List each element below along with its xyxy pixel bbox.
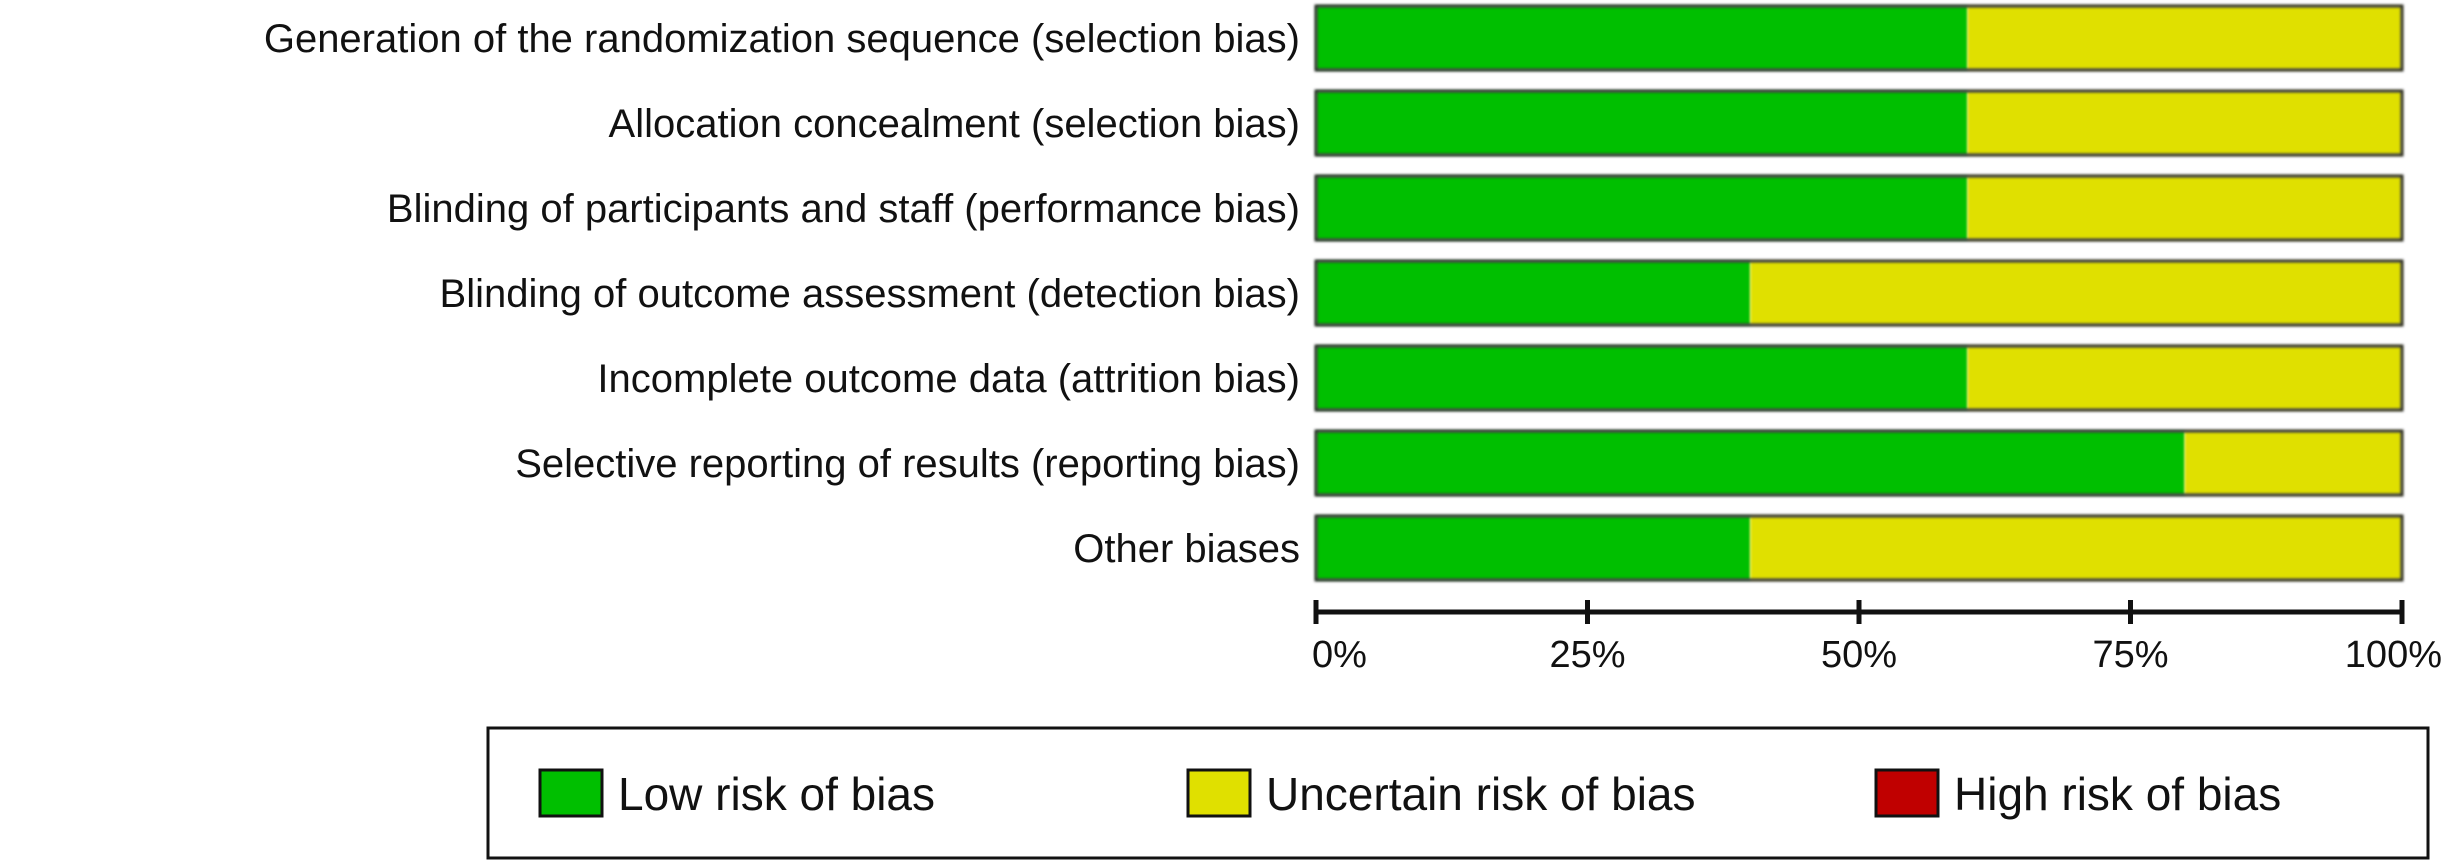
bar-row [1314, 259, 2404, 327]
x-tick-label: 0% [1312, 634, 1367, 676]
legend-swatch [538, 768, 604, 818]
bar-segment-low-risk-of-bias [1316, 176, 1968, 240]
x-tick-label: 50% [1821, 634, 1897, 676]
legend-swatch [1874, 768, 1940, 818]
bar-segment-uncertain-risk-of-bias [1750, 516, 2402, 580]
category-label: Selective reporting of results (reportin… [515, 442, 1300, 486]
category-label: Incomplete outcome data (attrition bias) [597, 357, 1300, 401]
bar-outline [1314, 429, 2404, 497]
legend-label: Low risk of bias [618, 768, 935, 820]
x-tick-label: 100% [2345, 634, 2442, 676]
bar-outline [1314, 4, 2404, 72]
legend-item: Low risk of bias [538, 768, 935, 820]
bar-row [1314, 344, 2404, 412]
bar-segment-low-risk-of-bias [1316, 346, 1968, 410]
bar-segment-uncertain-risk-of-bias [1967, 346, 2402, 410]
bar-row [1314, 89, 2404, 157]
legend-label: High risk of bias [1954, 768, 2281, 820]
legend-label: Uncertain risk of bias [1266, 768, 1696, 820]
bar-segment-uncertain-risk-of-bias [1967, 91, 2402, 155]
bar-row [1314, 4, 2404, 72]
bar-segment-uncertain-risk-of-bias [1967, 6, 2402, 70]
bar-segment-low-risk-of-bias [1316, 91, 1968, 155]
bar-outline [1314, 174, 2404, 242]
bar-row [1314, 429, 2404, 497]
x-tick-label: 75% [2092, 634, 2168, 676]
category-label: Allocation concealment (selection bias) [609, 102, 1300, 146]
bar-segment-low-risk-of-bias [1316, 6, 1968, 70]
category-labels: Generation of the randomization sequence… [264, 17, 1300, 571]
bar-segment-low-risk-of-bias [1316, 516, 1751, 580]
bar-row [1314, 514, 2404, 582]
category-label: Blinding of participants and staff (perf… [387, 187, 1300, 231]
category-label: Blinding of outcome assessment (detectio… [440, 272, 1300, 316]
legend-swatch [1186, 768, 1252, 818]
stacked-bars [1314, 4, 2404, 582]
bar-segment-uncertain-risk-of-bias [1750, 261, 2402, 325]
x-axis: 0% 25% 50% 75% 100% [1312, 600, 2442, 676]
bar-segment-low-risk-of-bias [1316, 431, 2185, 495]
bar-outline [1314, 514, 2404, 582]
bar-segment-low-risk-of-bias [1316, 261, 1751, 325]
bar-outline [1314, 89, 2404, 157]
category-label: Other biases [1073, 527, 1300, 571]
legend-box [486, 726, 2430, 860]
category-label: Generation of the randomization sequence… [264, 17, 1300, 61]
bar-segment-uncertain-risk-of-bias [1967, 176, 2402, 240]
bar-row [1314, 174, 2404, 242]
bar-outline [1314, 344, 2404, 412]
bar-outline [1314, 259, 2404, 327]
legend-item: Uncertain risk of bias [1186, 768, 1696, 820]
legend-item: High risk of bias [1874, 768, 2281, 820]
x-tick-label: 25% [1549, 634, 1625, 676]
legend: Low risk of bias Uncertain risk of bias Hi… [486, 726, 2430, 860]
bar-segment-uncertain-risk-of-bias [2184, 431, 2402, 495]
